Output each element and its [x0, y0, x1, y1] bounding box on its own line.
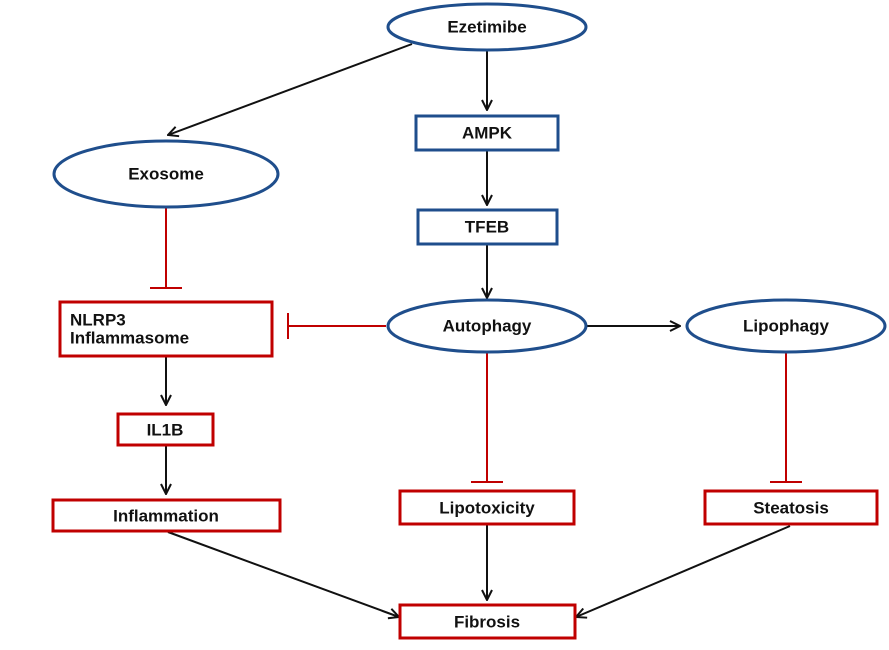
node-ezetimibe-label: Ezetimibe — [447, 18, 526, 37]
node-exosome-label: Exosome — [128, 165, 204, 184]
node-lipotoxicity-label: Lipotoxicity — [439, 499, 535, 518]
node-tfeb-label: TFEB — [465, 218, 509, 237]
node-fibrosis-label: Fibrosis — [454, 613, 520, 632]
edge-exosome-inhibits-nlrp3 — [150, 208, 182, 289]
edge-ezetimibe-to-exosome — [168, 43, 413, 135]
node-autophagy-label: Autophagy — [443, 317, 532, 336]
node-steatosis-label: Steatosis — [753, 499, 829, 518]
edge-steatosis-to-fibrosis — [576, 525, 791, 617]
node-fibrosis: Fibrosis — [398, 603, 577, 640]
node-lipophagy-label: Lipophagy — [743, 317, 829, 336]
node-nlrp3-inflammasome: NLRP3 Inflammasome — [58, 300, 274, 358]
node-nlrp3-label-line1: NLRP3 — [70, 311, 126, 330]
edge-inflammation-to-fibrosis — [167, 531, 399, 617]
node-tfeb: TFEB — [416, 208, 559, 246]
inhibition-edges — [150, 208, 802, 483]
node-autophagy: Autophagy — [386, 298, 588, 354]
node-steatosis: Steatosis — [703, 489, 879, 526]
node-ampk: AMPK — [414, 114, 560, 152]
node-lipotoxicity: Lipotoxicity — [398, 489, 576, 526]
node-il1b: IL1B — [116, 412, 215, 447]
node-nlrp3-label-line2: Inflammasome — [70, 329, 189, 348]
node-exosome: Exosome — [52, 139, 280, 209]
edge-autophagy-inhibits-nlrp3 — [287, 313, 386, 339]
node-inflammation: Inflammation — [51, 498, 282, 533]
node-ezetimibe: Ezetimibe — [386, 2, 588, 52]
node-il1b-label: IL1B — [147, 421, 184, 440]
edge-autophagy-inhibits-lipotoxicity — [471, 352, 503, 483]
node-ampk-label: AMPK — [462, 124, 513, 143]
activation-edges — [166, 43, 791, 617]
node-inflammation-label: Inflammation — [113, 507, 219, 526]
edge-lipophagy-inhibits-steatosis — [770, 352, 802, 483]
node-lipophagy: Lipophagy — [685, 298, 887, 354]
